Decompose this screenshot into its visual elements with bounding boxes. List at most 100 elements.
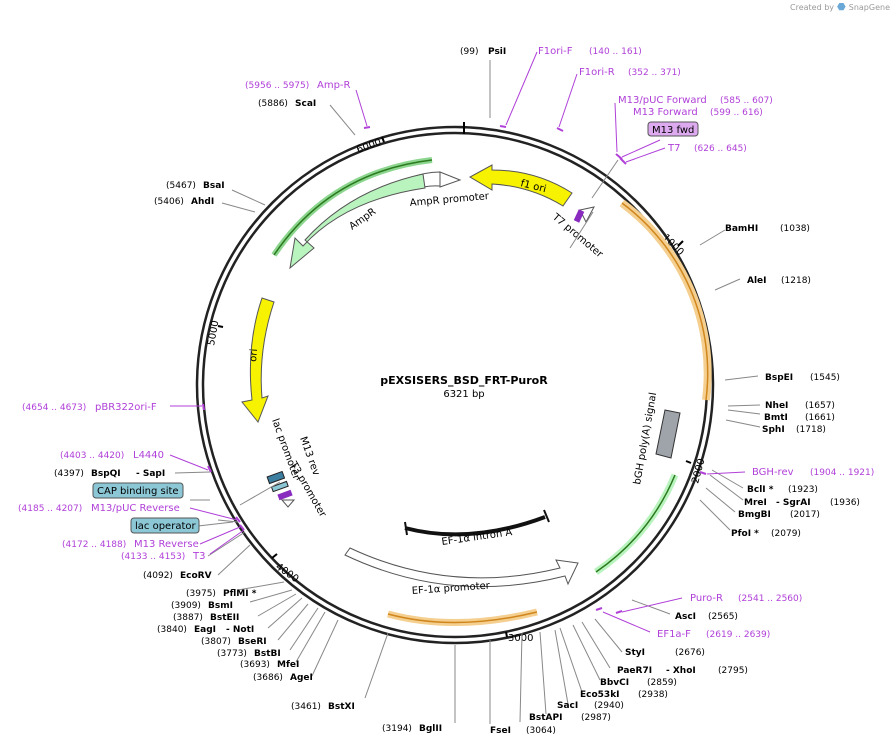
- boxed-cap-site: CAP binding site: [92, 482, 184, 499]
- site-name-psii: PsiI: [488, 47, 506, 57]
- site-pos-fsei: (3064): [526, 726, 556, 736]
- cap-site-block: [270, 480, 289, 493]
- site-pos-eagi: (3840): [157, 625, 187, 635]
- site-name-bbvci: BbvCI: [600, 678, 629, 688]
- site-name-mrei: MreI: [744, 498, 767, 508]
- primer-bgh-rev: BGH-rev: [752, 467, 794, 478]
- primer-t7: T7: [667, 143, 680, 154]
- site-name-bmgbi: BmgBI: [738, 510, 771, 520]
- primer-m13puc-reverse: M13/pUC Reverse: [91, 503, 180, 514]
- site-pos-bsmi: (3909): [171, 601, 201, 611]
- site-pos-paer7i: (2795): [718, 666, 748, 676]
- site-name-fsei: FseI: [490, 726, 511, 736]
- primer-labels: F1ori-F (140 .. 161) F1ori-R (352 .. 371…: [18, 46, 874, 640]
- primer-pos-m13puc-reverse: (4185 .. 4207): [18, 504, 82, 514]
- ori-label: ori: [248, 348, 260, 362]
- primer-markers: [202, 125, 707, 614]
- primer-f1ori-r: F1ori-R: [579, 67, 615, 78]
- ampr-promoter-label: AmpR promoter: [409, 191, 490, 209]
- site-pos-bamhi: (1038): [780, 224, 810, 234]
- site-name-mfei: MfeI: [277, 660, 299, 670]
- tick-label-6000: 6000: [355, 137, 383, 156]
- primer-t3: T3: [192, 551, 205, 562]
- tick-label-5000: 5000: [206, 320, 221, 347]
- primer-pos-t3: (4133 .. 4153): [121, 552, 185, 562]
- plasmid-length: 6321 bp: [443, 389, 484, 400]
- snapgene-logo-icon: ⬣: [837, 2, 846, 13]
- lac-operator-block: [266, 470, 286, 485]
- snapgene-credit: Created by ⬣ SnapGene: [790, 2, 890, 13]
- primer-pbr322ori-f: pBR322ori-F: [95, 402, 157, 413]
- site-name-bsteii: BstEII: [210, 613, 239, 623]
- ef1a-intron-label: EF-1α intron A: [441, 527, 513, 548]
- primer-m13-forward: M13 Forward: [633, 107, 698, 118]
- site-pos-alei: (1218): [781, 276, 811, 286]
- site-name-bamhi: BamHI: [725, 224, 758, 234]
- site-pos-asci: (2565): [708, 612, 738, 622]
- primer-pos-bgh-rev: (1904 .. 1921): [810, 468, 874, 478]
- site-pos-bglii: (3194): [382, 724, 412, 734]
- bgh-polya-label: bGH poly(A) signal: [632, 392, 659, 486]
- primer-m13puc-forward: M13/pUC Forward: [618, 95, 707, 106]
- site-pos-bsteii: (3887): [173, 613, 203, 623]
- primer-pos-m13puc-forward: (585 .. 607): [720, 96, 773, 106]
- feature-bgh-polya: bGH poly(A) signal: [632, 392, 681, 486]
- primer-pos-f1ori-r: (352 .. 371): [628, 68, 681, 78]
- site-name-scai: ScaI: [295, 99, 316, 109]
- primer-pos-puro-r: (2541 .. 2560): [738, 594, 802, 604]
- primer-pos-f1ori-f: (140 .. 161): [589, 47, 642, 57]
- sites-left: (5886) ScaI (5467) BsaI (5406) AhdI (439…: [54, 99, 442, 734]
- feature-ampr: AmpR: [289, 173, 426, 270]
- site-name-bmti: BmtI: [764, 413, 788, 423]
- site-pos-styi: (2676): [675, 648, 705, 658]
- site-pos-bmgbi: (2017): [790, 510, 820, 520]
- site-name-bseri: BseRI: [238, 637, 267, 647]
- credit-prefix: Created by: [790, 3, 835, 12]
- site-name-bspei: BspEI: [765, 373, 793, 383]
- site-name-eco53ki: Eco53kI: [580, 690, 620, 700]
- primer-f1ori-f: F1ori-F: [538, 46, 573, 57]
- site-pos-bspqi: (4397): [54, 469, 84, 479]
- primer-l4440: L4440: [133, 450, 164, 461]
- site-pos-bbvci: (2859): [647, 678, 677, 688]
- site-name-ecorv: EcoRV: [180, 571, 212, 581]
- m13-fwd-label: M13 fwd: [652, 125, 694, 136]
- feature-orange-arc-bottom: [387, 608, 538, 627]
- site-pos-ahdi: (5406): [154, 197, 184, 207]
- site-name-xhoi: - XhoI: [666, 666, 696, 676]
- tick-label-2000: 2000: [690, 457, 707, 484]
- site-pos-pfoi: (2079): [771, 529, 801, 539]
- feature-ef1a-promoter: EF-1α promoter: [344, 547, 579, 597]
- boxed-lac-operator: lac operator: [130, 517, 200, 534]
- site-name-noti: - NotI: [226, 625, 254, 635]
- site-name-pflmi: PflMI *: [223, 589, 257, 599]
- site-pos-bcli: (1923): [788, 485, 818, 495]
- site-pos-sphi: (1718): [796, 425, 826, 435]
- primer-pos-pbr322ori-f: (4654 .. 4673): [22, 403, 86, 413]
- site-name-bstbi: BstBI: [254, 649, 281, 659]
- site-name-styi: StyI: [625, 648, 645, 658]
- site-name-agei: AgeI: [290, 673, 313, 683]
- primer-puro-r: Puro-R: [690, 593, 723, 604]
- feature-t7-promoter: T7 promoter: [549, 206, 605, 261]
- primer-pos-m13-forward: (599 .. 616): [710, 108, 763, 118]
- site-name-paer7i: PaeR7I: [617, 666, 652, 676]
- site-name-bsai: BsaI: [203, 181, 225, 191]
- site-name-bstxi: BstXI: [328, 702, 355, 712]
- primer-amp-r: Amp-R: [317, 80, 351, 91]
- plasmid-name: pEXSISERS_BSD_FRT-PuroR: [380, 374, 548, 387]
- credit-brand: SnapGene: [848, 3, 890, 12]
- site-pos-eco53ki: (2938): [638, 690, 668, 700]
- site-name-bglii: BglII: [419, 724, 442, 734]
- site-pos-bstxi: (3461): [291, 702, 321, 712]
- site-pos-mfei: (3693): [240, 660, 270, 670]
- site-name-sphi: SphI: [762, 425, 785, 435]
- site-name-sapi: - SapI: [136, 469, 165, 479]
- primer-ef1a-f: EF1a-F: [657, 629, 691, 640]
- site-name-ahdi: AhdI: [191, 197, 214, 207]
- site-pos-bspei: (1545): [810, 373, 840, 383]
- site-name-alei: AleI: [747, 276, 767, 286]
- primer-pos-t7: (626 .. 645): [694, 144, 747, 154]
- primer-pos-m13-reverse: (4172 .. 4188): [62, 540, 126, 550]
